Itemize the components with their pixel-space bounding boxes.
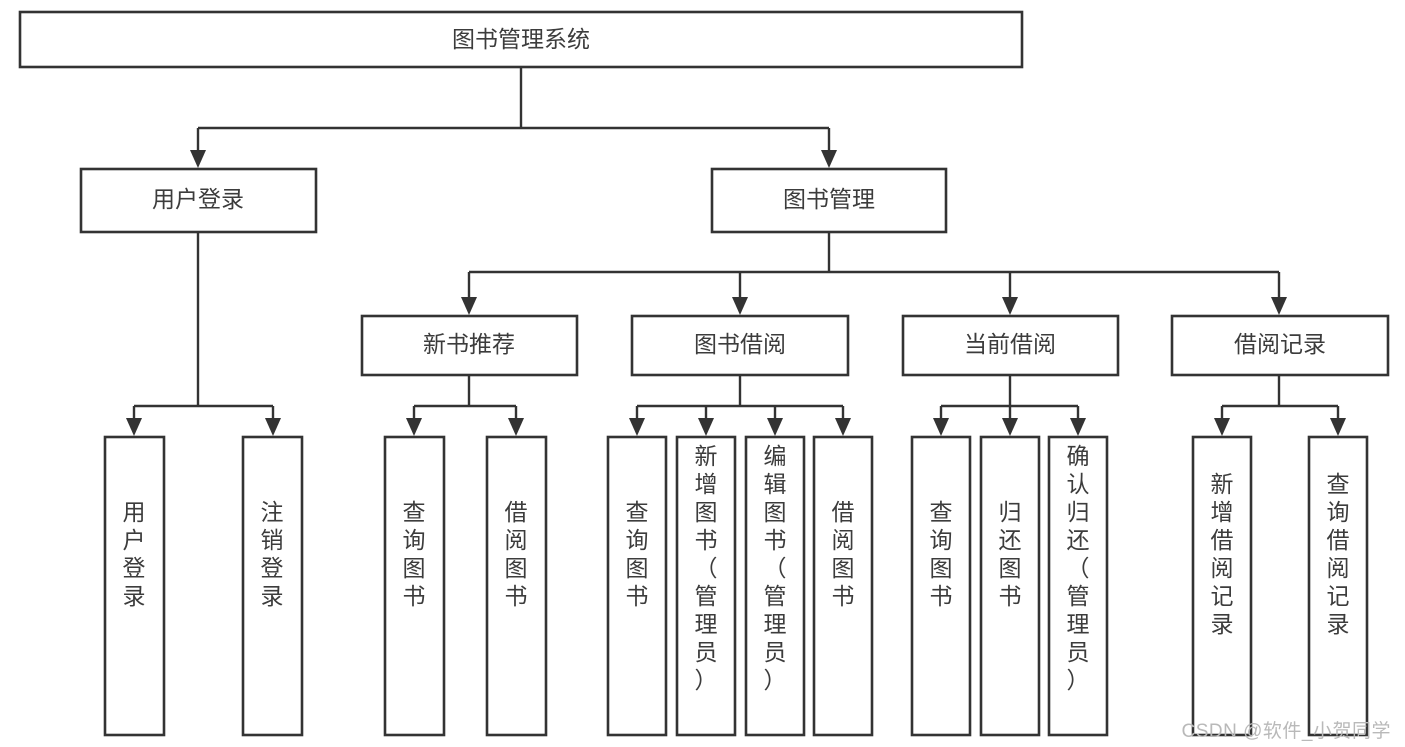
- node-book-borrow-label: 图书借阅: [694, 331, 786, 357]
- node-leaf-label: 确认归还（管理员）: [1067, 443, 1090, 693]
- node-leaf-edit-book-admin[interactable]: 编辑图书（管理员）: [744, 435, 806, 737]
- node-leaf-label: 新增图书（管理员）: [695, 443, 718, 693]
- connector-group-new-book: [406, 375, 524, 436]
- node-leaf-query-book-borrow[interactable]: 查询图书: [606, 435, 668, 737]
- arrow-head-icon: [821, 150, 837, 168]
- arrow-head-icon: [1330, 418, 1346, 436]
- node-leaf-label: 借阅图书: [505, 499, 528, 609]
- arrow-head-icon: [933, 418, 949, 436]
- arrow-head-icon: [190, 150, 206, 168]
- node-leaf-confirm-return-admin[interactable]: 确认归还（管理员）: [1047, 435, 1109, 737]
- node-new-book-recommend-box[interactable]: [360, 314, 579, 377]
- arrow-head-icon: [1002, 297, 1018, 315]
- node-leaf-box[interactable]: [1191, 435, 1253, 737]
- node-leaf-query-borrow-record[interactable]: 查询借阅记录: [1307, 435, 1369, 737]
- node-root-label: 图书管理系统: [452, 26, 590, 52]
- connector-group-records: [1214, 375, 1346, 436]
- arrow-head-icon: [1070, 418, 1086, 436]
- node-leaf-label: 借阅图书: [832, 499, 855, 609]
- connector-group-root: [190, 67, 837, 168]
- csdn-watermark: CSDN @软件_小贺同学: [1181, 721, 1391, 742]
- node-leaf-label: 查询图书: [930, 499, 953, 609]
- arrow-head-icon: [1002, 418, 1018, 436]
- node-leaf-logout[interactable]: 注销登录: [241, 435, 304, 737]
- node-leaf-label: 查询图书: [403, 499, 426, 609]
- arrow-head-icon: [698, 418, 714, 436]
- node-leaf-box[interactable]: [744, 435, 806, 737]
- connector-group-user-login: [126, 232, 281, 436]
- node-user-login-box[interactable]: [79, 167, 318, 234]
- arrow-head-icon: [461, 297, 477, 315]
- arrow-head-icon: [126, 418, 142, 436]
- node-book-management[interactable]: 图书管理: [710, 167, 948, 234]
- node-leaf-label: 归还图书: [999, 499, 1022, 609]
- arrow-head-icon: [835, 418, 851, 436]
- arrow-head-icon: [1214, 418, 1230, 436]
- node-leaf-box[interactable]: [1047, 435, 1109, 737]
- node-leaf-add-borrow-record[interactable]: 新增借阅记录: [1191, 435, 1253, 737]
- node-leaf-box[interactable]: [910, 435, 972, 737]
- connector-group-borrow: [629, 375, 851, 436]
- node-book-management-box[interactable]: [710, 167, 948, 234]
- node-leaf-box[interactable]: [103, 435, 166, 737]
- node-borrow-records-box[interactable]: [1170, 314, 1390, 377]
- node-leaf-box[interactable]: [241, 435, 304, 737]
- node-leaf-borrow-book-rec[interactable]: 借阅图书: [485, 435, 548, 737]
- node-book-management-label: 图书管理: [783, 186, 875, 212]
- node-leaf-label: 用户登录: [123, 499, 146, 609]
- node-leaf-box[interactable]: [812, 435, 874, 737]
- node-leaf-box[interactable]: [485, 435, 548, 737]
- node-current-borrow[interactable]: 当前借阅: [901, 314, 1120, 377]
- node-leaf-box[interactable]: [606, 435, 668, 737]
- arrow-head-icon: [629, 418, 645, 436]
- node-leaf-label: 新增借阅记录: [1211, 471, 1234, 637]
- connector-group-current-borrow: [933, 375, 1086, 436]
- node-leaf-label: 注销登录: [261, 499, 284, 609]
- node-leaf-label: 编辑图书（管理员）: [764, 443, 787, 693]
- node-root-system[interactable]: 图书管理系统: [18, 10, 1024, 69]
- node-leaf-box[interactable]: [1307, 435, 1369, 737]
- node-leaf-box[interactable]: [675, 435, 737, 737]
- node-root-box[interactable]: [18, 10, 1024, 69]
- node-user-login-label: 用户登录: [152, 186, 244, 212]
- arrow-head-icon: [406, 418, 422, 436]
- arrow-head-icon: [732, 297, 748, 315]
- arrow-head-icon: [265, 418, 281, 436]
- arrow-head-icon: [1271, 297, 1287, 315]
- arrow-head-icon: [508, 418, 524, 436]
- node-book-borrow[interactable]: 图书借阅: [630, 314, 850, 377]
- node-leaf-query-book-rec[interactable]: 查询图书: [383, 435, 446, 737]
- node-borrow-records[interactable]: 借阅记录: [1170, 314, 1390, 377]
- node-current-borrow-box[interactable]: [901, 314, 1120, 377]
- node-leaf-box[interactable]: [383, 435, 446, 737]
- node-borrow-records-label: 借阅记录: [1234, 331, 1326, 357]
- node-new-book-recommend[interactable]: 新书推荐: [360, 314, 579, 377]
- node-current-borrow-label: 当前借阅: [964, 331, 1056, 357]
- node-leaf-add-book-admin[interactable]: 新增图书（管理员）: [675, 435, 737, 737]
- node-leaf-return-book[interactable]: 归还图书: [979, 435, 1041, 737]
- node-user-login[interactable]: 用户登录: [79, 167, 318, 234]
- node-leaf-box[interactable]: [979, 435, 1041, 737]
- node-leaf-label: 查询图书: [626, 499, 649, 609]
- arrow-head-icon: [767, 418, 783, 436]
- node-book-borrow-box[interactable]: [630, 314, 850, 377]
- node-new-book-recommend-label: 新书推荐: [423, 331, 515, 357]
- node-leaf-user-login[interactable]: 用户登录: [103, 435, 166, 737]
- node-leaf-query-book-current[interactable]: 查询图书: [910, 435, 972, 737]
- node-leaf-label: 查询借阅记录: [1327, 471, 1350, 637]
- node-leaf-borrow-book-borrow[interactable]: 借阅图书: [812, 435, 874, 737]
- connector-group-book-mgmt: [461, 232, 1287, 315]
